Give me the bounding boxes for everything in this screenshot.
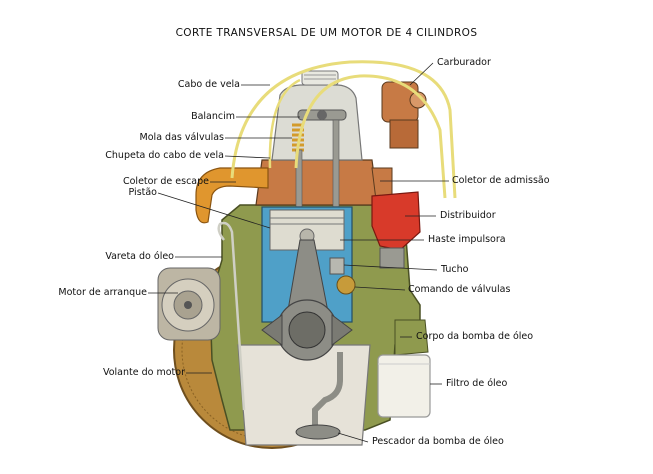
label-mola-das-valvulas: Mola das válvulas bbox=[139, 132, 224, 143]
oil-filter bbox=[377, 354, 431, 418]
label-carburador: Carburador bbox=[437, 57, 491, 68]
carburetor bbox=[381, 81, 427, 149]
label-volante-do-motor: Volante do motor bbox=[102, 367, 185, 378]
label-distribuidor: Distribuidor bbox=[440, 210, 496, 221]
label-motor-de-arranque: Motor de arranque bbox=[58, 287, 147, 298]
starter-motor bbox=[157, 267, 221, 341]
distributor bbox=[371, 191, 421, 251]
camshaft bbox=[336, 275, 356, 295]
label-filtro-de-oleo: Filtro de óleo bbox=[446, 378, 508, 389]
oil-pump-pickup bbox=[312, 352, 343, 425]
label-comando-de-valvulas: Comando de válvulas bbox=[408, 284, 511, 295]
leader-lines bbox=[148, 62, 449, 443]
label-corpo-da-bomba-de-oleo: Corpo da bomba de óleo bbox=[416, 331, 534, 342]
oil-pump-body bbox=[394, 319, 429, 356]
label-coletor-de-admissao: Coletor de admissão bbox=[452, 175, 550, 186]
spark-plug-wire bbox=[230, 60, 457, 199]
rocker-arm-assembly bbox=[292, 109, 347, 261]
cylinder-head bbox=[255, 159, 379, 206]
label-coletor-de-escape: Coletor de escape bbox=[122, 176, 209, 187]
label-vareta-do-oleo: Vareta do óleo bbox=[105, 251, 174, 262]
label-pistao: Pistão bbox=[128, 187, 157, 198]
label-cabo-de-vela: Cabo de vela bbox=[177, 79, 240, 90]
tappet bbox=[329, 257, 345, 275]
label-pescador-da-bomba-de-oleo: Pescador da bomba de óleo bbox=[372, 436, 504, 447]
label-chupeta-do-cabo-de-vela: Chupeta do cabo de vela bbox=[105, 150, 224, 161]
label-balancim: Balancim bbox=[191, 111, 235, 122]
label-haste-impulsora: Haste impulsora bbox=[428, 234, 506, 245]
label-tucho: Tucho bbox=[441, 264, 469, 275]
oil-dipstick bbox=[217, 221, 246, 411]
diagram-title: CORTE TRANSVERSAL DE UM MOTOR DE 4 CILIN… bbox=[175, 27, 478, 39]
